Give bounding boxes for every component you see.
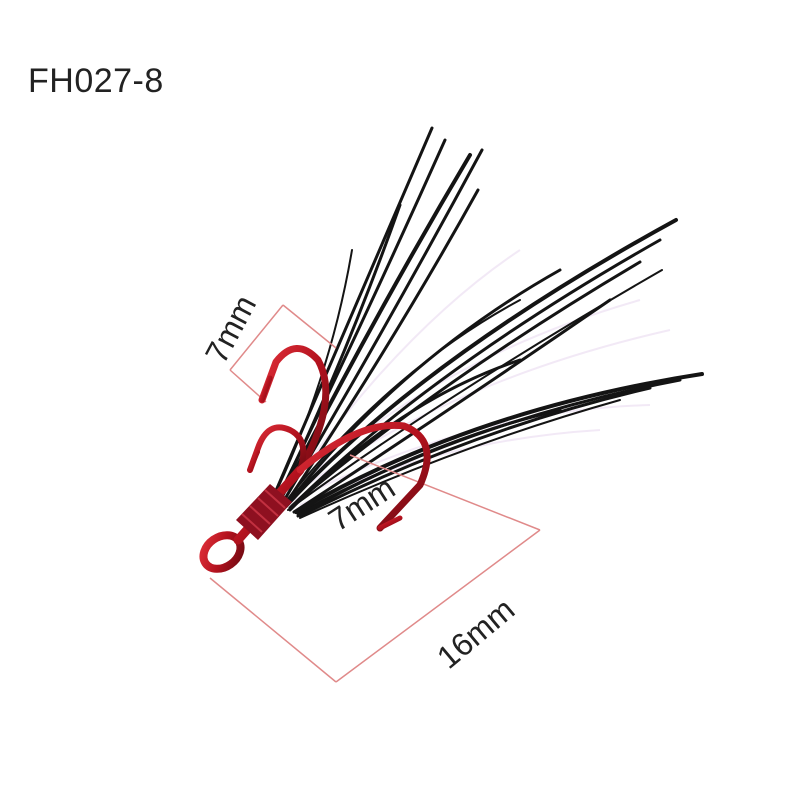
product-code: FH027-8 xyxy=(28,62,164,100)
feather-tail xyxy=(269,126,704,519)
thread-wrap xyxy=(236,484,292,540)
measurement-lines xyxy=(209,304,541,683)
